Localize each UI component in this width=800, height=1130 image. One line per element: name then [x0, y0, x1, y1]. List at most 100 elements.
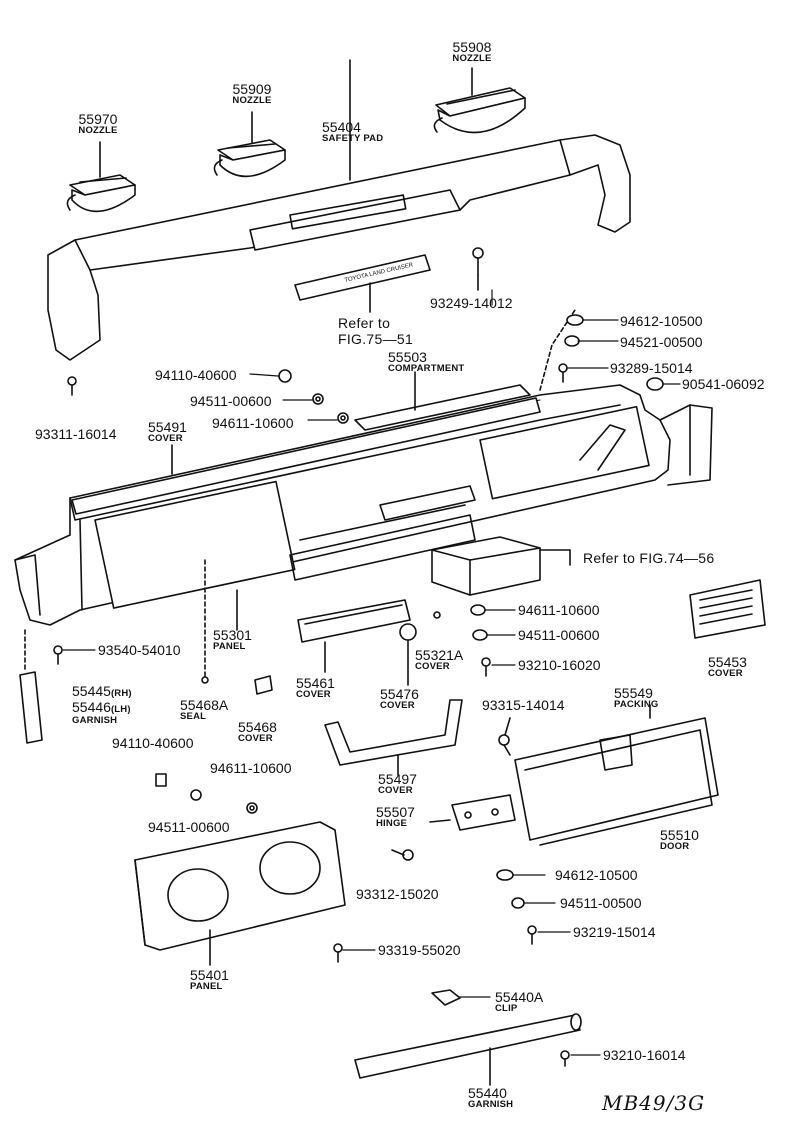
- callout-94110-a: 94110-40600: [155, 367, 237, 383]
- part-name: SAFETY PAD: [322, 133, 384, 144]
- part-number: 55453: [708, 654, 747, 670]
- part-name: SEAL: [180, 711, 207, 722]
- clip-55440a: [431, 989, 461, 1006]
- callout-55491: 55491 COVER: [148, 420, 187, 444]
- garnish-55445: [19, 629, 43, 744]
- callout-94612-a: 94612-10500: [620, 313, 703, 329]
- callout-55461: 55461 COVER: [296, 676, 335, 700]
- part-name: COVER: [148, 433, 183, 444]
- callout-93315: 93315-14014: [482, 697, 565, 713]
- seal-55468a: [201, 676, 209, 684]
- part-name: PANEL: [213, 641, 246, 652]
- part-number: 55404: [322, 119, 361, 135]
- callout-94511-c: 94511-00600: [148, 819, 230, 835]
- callout-55549: 55549 PACKING: [614, 686, 659, 710]
- callout-93210-b: 93210-16014: [603, 1047, 686, 1063]
- callout-55440a: 55440A CLIP: [495, 990, 543, 1014]
- callout-55468a: 55468A SEAL: [180, 698, 228, 722]
- diagram-code: MB49/3G: [602, 1091, 706, 1115]
- part-number: 55549: [614, 685, 653, 701]
- part-name: CLIP: [495, 1003, 518, 1014]
- vent-cover-55453: [689, 579, 766, 639]
- safety-pad-55404: [47, 59, 631, 361]
- part-name: NOZZLE: [78, 125, 118, 136]
- callout-55970: 55970 NOZZLE: [78, 112, 117, 136]
- instrument-panel-assembly: [14, 309, 713, 681]
- part-name: COVER: [380, 700, 415, 711]
- rh-suffix: (RH): [110, 688, 132, 699]
- refer-line-1: Refer to: [338, 315, 391, 331]
- part-name: COVER: [415, 661, 450, 672]
- screw-93249: [472, 247, 484, 291]
- part-number: 55461: [296, 675, 335, 691]
- part-number: 55440A: [495, 989, 544, 1005]
- part-name: HINGE: [376, 818, 408, 829]
- part-number: 55510: [660, 827, 699, 843]
- callout-55510: 55510 DOOR: [660, 828, 699, 852]
- part-name: GARNISH: [468, 1099, 514, 1110]
- meter-panel-55401: [134, 821, 346, 966]
- callout-55321a: 55321A COVER: [415, 648, 463, 672]
- callout-55497: 55497 COVER: [378, 772, 417, 796]
- callout-93311: 93311-16014: [35, 426, 117, 442]
- part-number-rh: 55445: [72, 683, 111, 699]
- callout-93540: 93540-54010: [98, 642, 181, 658]
- callout-93249: 93249-14012: [430, 295, 513, 311]
- cover-55468: [254, 675, 273, 695]
- garnish-55440: [354, 1013, 582, 1086]
- hardware-cluster-lower: [155, 773, 570, 1067]
- part-number: 55468A: [180, 697, 229, 713]
- callout-55440: 55440 GARNISH: [468, 1086, 513, 1110]
- nozzle-55909: [213, 111, 286, 178]
- leader-lines: [62, 289, 681, 1056]
- callout-55476: 55476 COVER: [380, 687, 419, 711]
- part-name: GARNISH: [72, 715, 118, 726]
- part-name: COVER: [238, 733, 273, 744]
- part-name: NOZZLE: [232, 95, 272, 106]
- part-name: COVER: [708, 668, 743, 679]
- screw-93315: [498, 717, 511, 756]
- part-number: 55908: [452, 39, 492, 55]
- part-number: 55970: [78, 111, 118, 127]
- callout-55909: 55909 NOZZLE: [232, 82, 271, 106]
- part-number: 55491: [148, 419, 187, 435]
- part-name: DOOR: [660, 841, 690, 852]
- part-name: PANEL: [190, 981, 223, 992]
- callout-94521: 94521-00500: [620, 334, 703, 350]
- callout-93289: 93289-15014: [610, 360, 693, 376]
- callout-94511-d: 94511-00500: [560, 895, 642, 911]
- callout-55401: 55401 PANEL: [190, 968, 229, 992]
- part-name: PACKING: [614, 699, 659, 710]
- callout-93312: 93312-15020: [356, 886, 439, 902]
- callout-55503: 55503 COMPARTMENT: [388, 350, 464, 374]
- ashtray-unit: [431, 536, 571, 596]
- part-number: 55909: [232, 81, 272, 97]
- part-number: 55476: [380, 686, 419, 702]
- instrument-lamp-badge: TOYOTA LAND CRUISER: [294, 254, 431, 313]
- callout-55468: 55468 COVER: [238, 720, 277, 744]
- callout-94511-a: 94511-00600: [190, 393, 272, 409]
- callout-94612-b: 94612-10500: [555, 867, 638, 883]
- hinge-55507: [429, 794, 516, 831]
- refer-fig-75-51: Refer to FIG.75—51: [338, 315, 413, 347]
- callout-55301: 55301 PANEL: [213, 628, 252, 652]
- cover-55497: [324, 699, 463, 776]
- callout-93210-a: 93210-16020: [518, 657, 601, 673]
- callout-93319: 93319-55020: [378, 942, 461, 958]
- part-number: 55440: [468, 1085, 507, 1101]
- part-name: NOZZLE: [452, 53, 492, 64]
- refer-line-2: FIG.75—51: [338, 331, 414, 348]
- part-number-lh: 55446: [72, 699, 111, 715]
- lh-suffix: (LH): [110, 704, 131, 715]
- callout-55453: 55453 COVER: [708, 655, 747, 679]
- callout-94611-b: 94611-10600: [518, 602, 600, 618]
- callout-93219: 93219-15014: [573, 924, 656, 940]
- part-name: COVER: [378, 785, 413, 796]
- callout-94611-a: 94611-10600: [212, 415, 294, 431]
- callout-55507: 55507 HINGE: [376, 805, 415, 829]
- callout-90541: 90541-06092: [682, 376, 765, 392]
- part-number: 55301: [213, 627, 252, 643]
- part-number: 55503: [388, 349, 427, 365]
- callout-55404: 55404 SAFETY PAD: [322, 120, 383, 144]
